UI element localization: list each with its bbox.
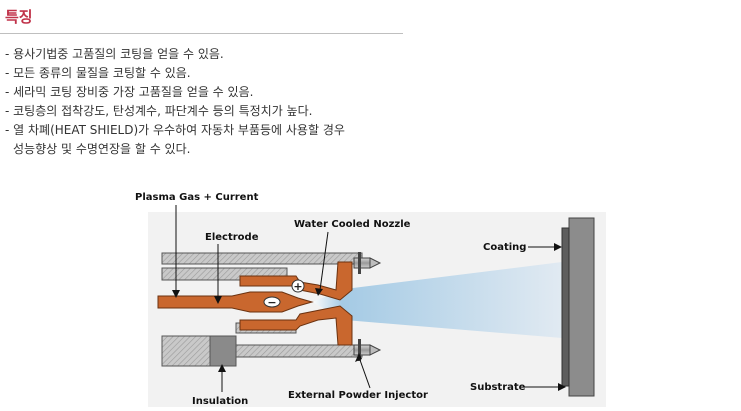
label-coating: Coating <box>483 242 526 253</box>
nozzle-arrowhead <box>315 288 323 296</box>
feature-item-continuation: 성능향상 및 수명연장을 할 수 있다. <box>13 142 191 156</box>
label-plasma-gas: Plasma Gas + Current <box>135 192 259 203</box>
title-divider <box>0 33 403 34</box>
feature-item: - 코팅층의 접착강도, 탄성계수, 파단계수 등의 특정치가 높다. <box>5 104 313 118</box>
nozzle-leader <box>319 231 329 291</box>
insulation-arrowhead <box>218 364 226 372</box>
feature-item: - 모든 종류의 물질을 코팅할 수 있음. <box>5 66 191 80</box>
section-title: 특징 <box>5 8 33 26</box>
injector-arrowhead <box>355 353 362 362</box>
lower-housing-block <box>161 335 211 367</box>
substrate-arrowhead <box>558 383 566 391</box>
nozzle-anode-lower <box>239 305 353 346</box>
label-substrate: Substrate <box>470 382 526 393</box>
feature-list: - 용사기법중 고품질의 코팅을 얻을 수 있음. - 모든 종류의 물질을 코… <box>5 45 405 159</box>
cathode-sign-ellipse <box>263 296 281 308</box>
upper-housing-outer <box>161 252 363 265</box>
feature-item: - 세라믹 코팅 장비중 가장 고품질을 얻을 수 있음. <box>5 85 254 99</box>
coating-layer <box>561 227 570 387</box>
feature-item: - 용사기법중 고품질의 코팅을 얻을 수 있음. <box>5 47 224 61</box>
lower-injector-body <box>353 344 371 356</box>
anode-sign-circle <box>291 279 305 293</box>
injector-leader <box>359 359 371 389</box>
insulation-block <box>209 335 237 367</box>
lower-housing-outer <box>235 344 363 358</box>
upper-injector-body <box>353 257 371 269</box>
lower-injector-tip <box>369 344 382 356</box>
label-nozzle: Water Cooled Nozzle <box>294 219 411 230</box>
label-insulation: Insulation <box>192 396 248 407</box>
label-electrode: Electrode <box>205 232 259 243</box>
plasma-jet <box>312 262 562 338</box>
lower-injector-flange <box>358 339 361 361</box>
upper-injector-flange <box>358 252 361 274</box>
upper-injector-tip <box>369 257 382 269</box>
label-injector: External Powder Injector <box>288 390 428 401</box>
cathode-sign: − <box>267 296 276 309</box>
coating-arrowhead <box>554 243 562 251</box>
substrate <box>568 217 595 397</box>
electrode-arrowhead <box>214 296 222 304</box>
feature-item: - 열 차폐(HEAT SHIELD)가 우수하여 자동차 부품등에 사용할 경… <box>5 123 345 137</box>
plasma-gas-arrowhead <box>172 290 180 298</box>
anode-sign: + <box>293 280 302 293</box>
